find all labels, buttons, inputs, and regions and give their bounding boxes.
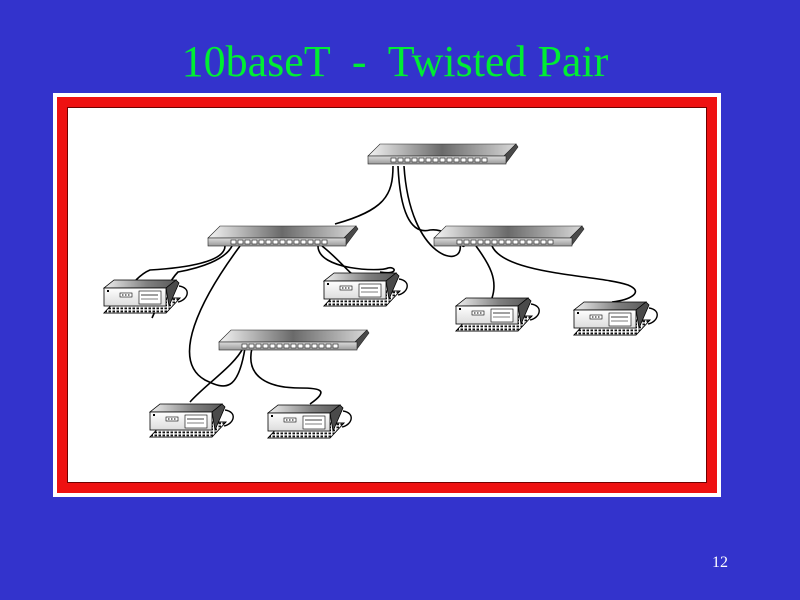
desktop-computer-icon: [455, 297, 540, 332]
cable-left-hub-to-pc-2: [317, 245, 395, 274]
network-hub-icon: [218, 329, 370, 351]
network-hub-icon: [433, 225, 585, 247]
desktop-computer-icon: [267, 404, 352, 439]
page-number: 12: [712, 554, 728, 571]
cable-top-to-left-hub: [334, 165, 394, 225]
cable-links: [135, 165, 637, 405]
cable-bottom-hub-to-pc-6: [250, 347, 322, 405]
desktop-computer-icon: [573, 301, 658, 336]
cable-left-hub-to-pc-1: [135, 245, 226, 281]
desktop-computer-icon: [323, 272, 408, 307]
desktop-computer-icon: [103, 279, 188, 314]
cable-bottom-hub-to-pc-5: [189, 347, 244, 403]
cable-left-hub-to-bottom-hub: [188, 245, 246, 387]
cable-right-hub-to-pc-4: [491, 245, 637, 303]
desktop-computer-icon: [149, 403, 234, 438]
slide-title: 10baseT - Twisted Pair: [181, 37, 609, 86]
cable-left-hub-to-pc-2b: [321, 245, 353, 275]
network-hub-icon: [367, 143, 519, 165]
network-hub-icon: [207, 225, 359, 247]
cable-right-hub-to-pc-3: [475, 245, 495, 299]
cable-top-to-right-hub-2: [403, 165, 461, 258]
